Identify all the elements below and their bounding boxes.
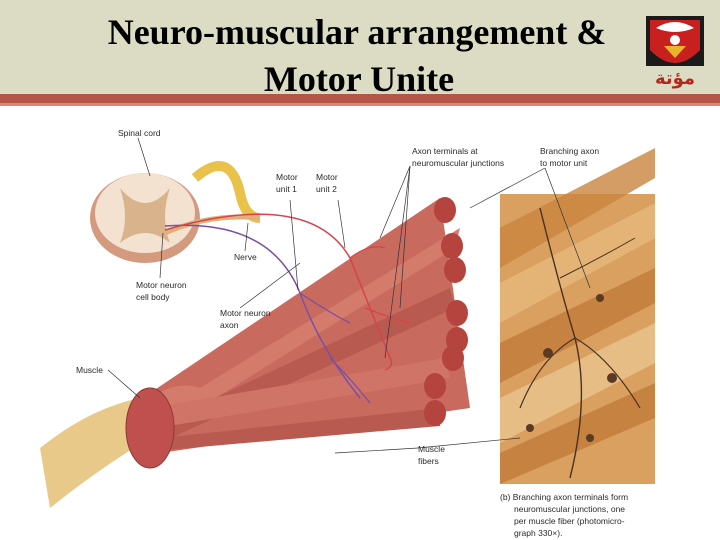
motor-unit-diagram: Spinal cord Motor unit 1 Motor unit 2 Ne… xyxy=(40,128,655,538)
label-spinal-cord: Spinal cord xyxy=(118,128,161,138)
label-muscle-fibers: Muscle xyxy=(418,444,445,454)
label-motor-unit-1: Motor xyxy=(276,172,298,182)
label-muscle: Muscle xyxy=(76,365,103,375)
label-cell-body: Motor neuron xyxy=(136,280,187,290)
slide-title-line-2: Motor Unite xyxy=(263,59,455,99)
photomicrograph xyxy=(500,148,655,484)
muscle-bundle xyxy=(125,197,470,469)
caption-line-4: graph 330×). xyxy=(514,528,562,538)
accent-rule xyxy=(0,94,720,103)
svg-text:مؤتة: مؤتة xyxy=(655,68,695,89)
spinal-cord xyxy=(90,161,261,263)
label-nerve: Nerve xyxy=(234,252,257,262)
label-cell-body-b: cell body xyxy=(136,292,170,302)
motor-unit2-axon xyxy=(164,213,391,359)
caption-line-3: per muscle fiber (photomicro- xyxy=(514,516,625,526)
university-logo-icon: مؤتة xyxy=(646,16,704,89)
label-axon: Motor neuron xyxy=(220,308,271,318)
label-axon-b: axon xyxy=(220,320,239,330)
label-branching-axon-b: to motor unit xyxy=(540,158,588,168)
label-branching-axon: Branching axon xyxy=(540,146,599,156)
accent-rule-light xyxy=(0,103,720,106)
tendon xyxy=(40,398,150,508)
label-motor-unit-1b: unit 1 xyxy=(276,184,297,194)
caption-line-1: (b) Branching axon terminals form xyxy=(500,492,628,502)
caption-line-2: neuromuscular junctions, one xyxy=(514,504,625,514)
label-axon-terminals-b: neuromuscular junctions xyxy=(412,158,504,168)
slide-title-line-1: Neuro-muscular arrangement & xyxy=(107,12,607,52)
label-motor-unit-2b: unit 2 xyxy=(316,184,337,194)
label-axon-terminals: Axon terminals at xyxy=(412,146,478,156)
title-bar xyxy=(0,0,720,96)
label-muscle-fibers-b: fibers xyxy=(418,456,439,466)
label-motor-unit-2: Motor xyxy=(316,172,338,182)
